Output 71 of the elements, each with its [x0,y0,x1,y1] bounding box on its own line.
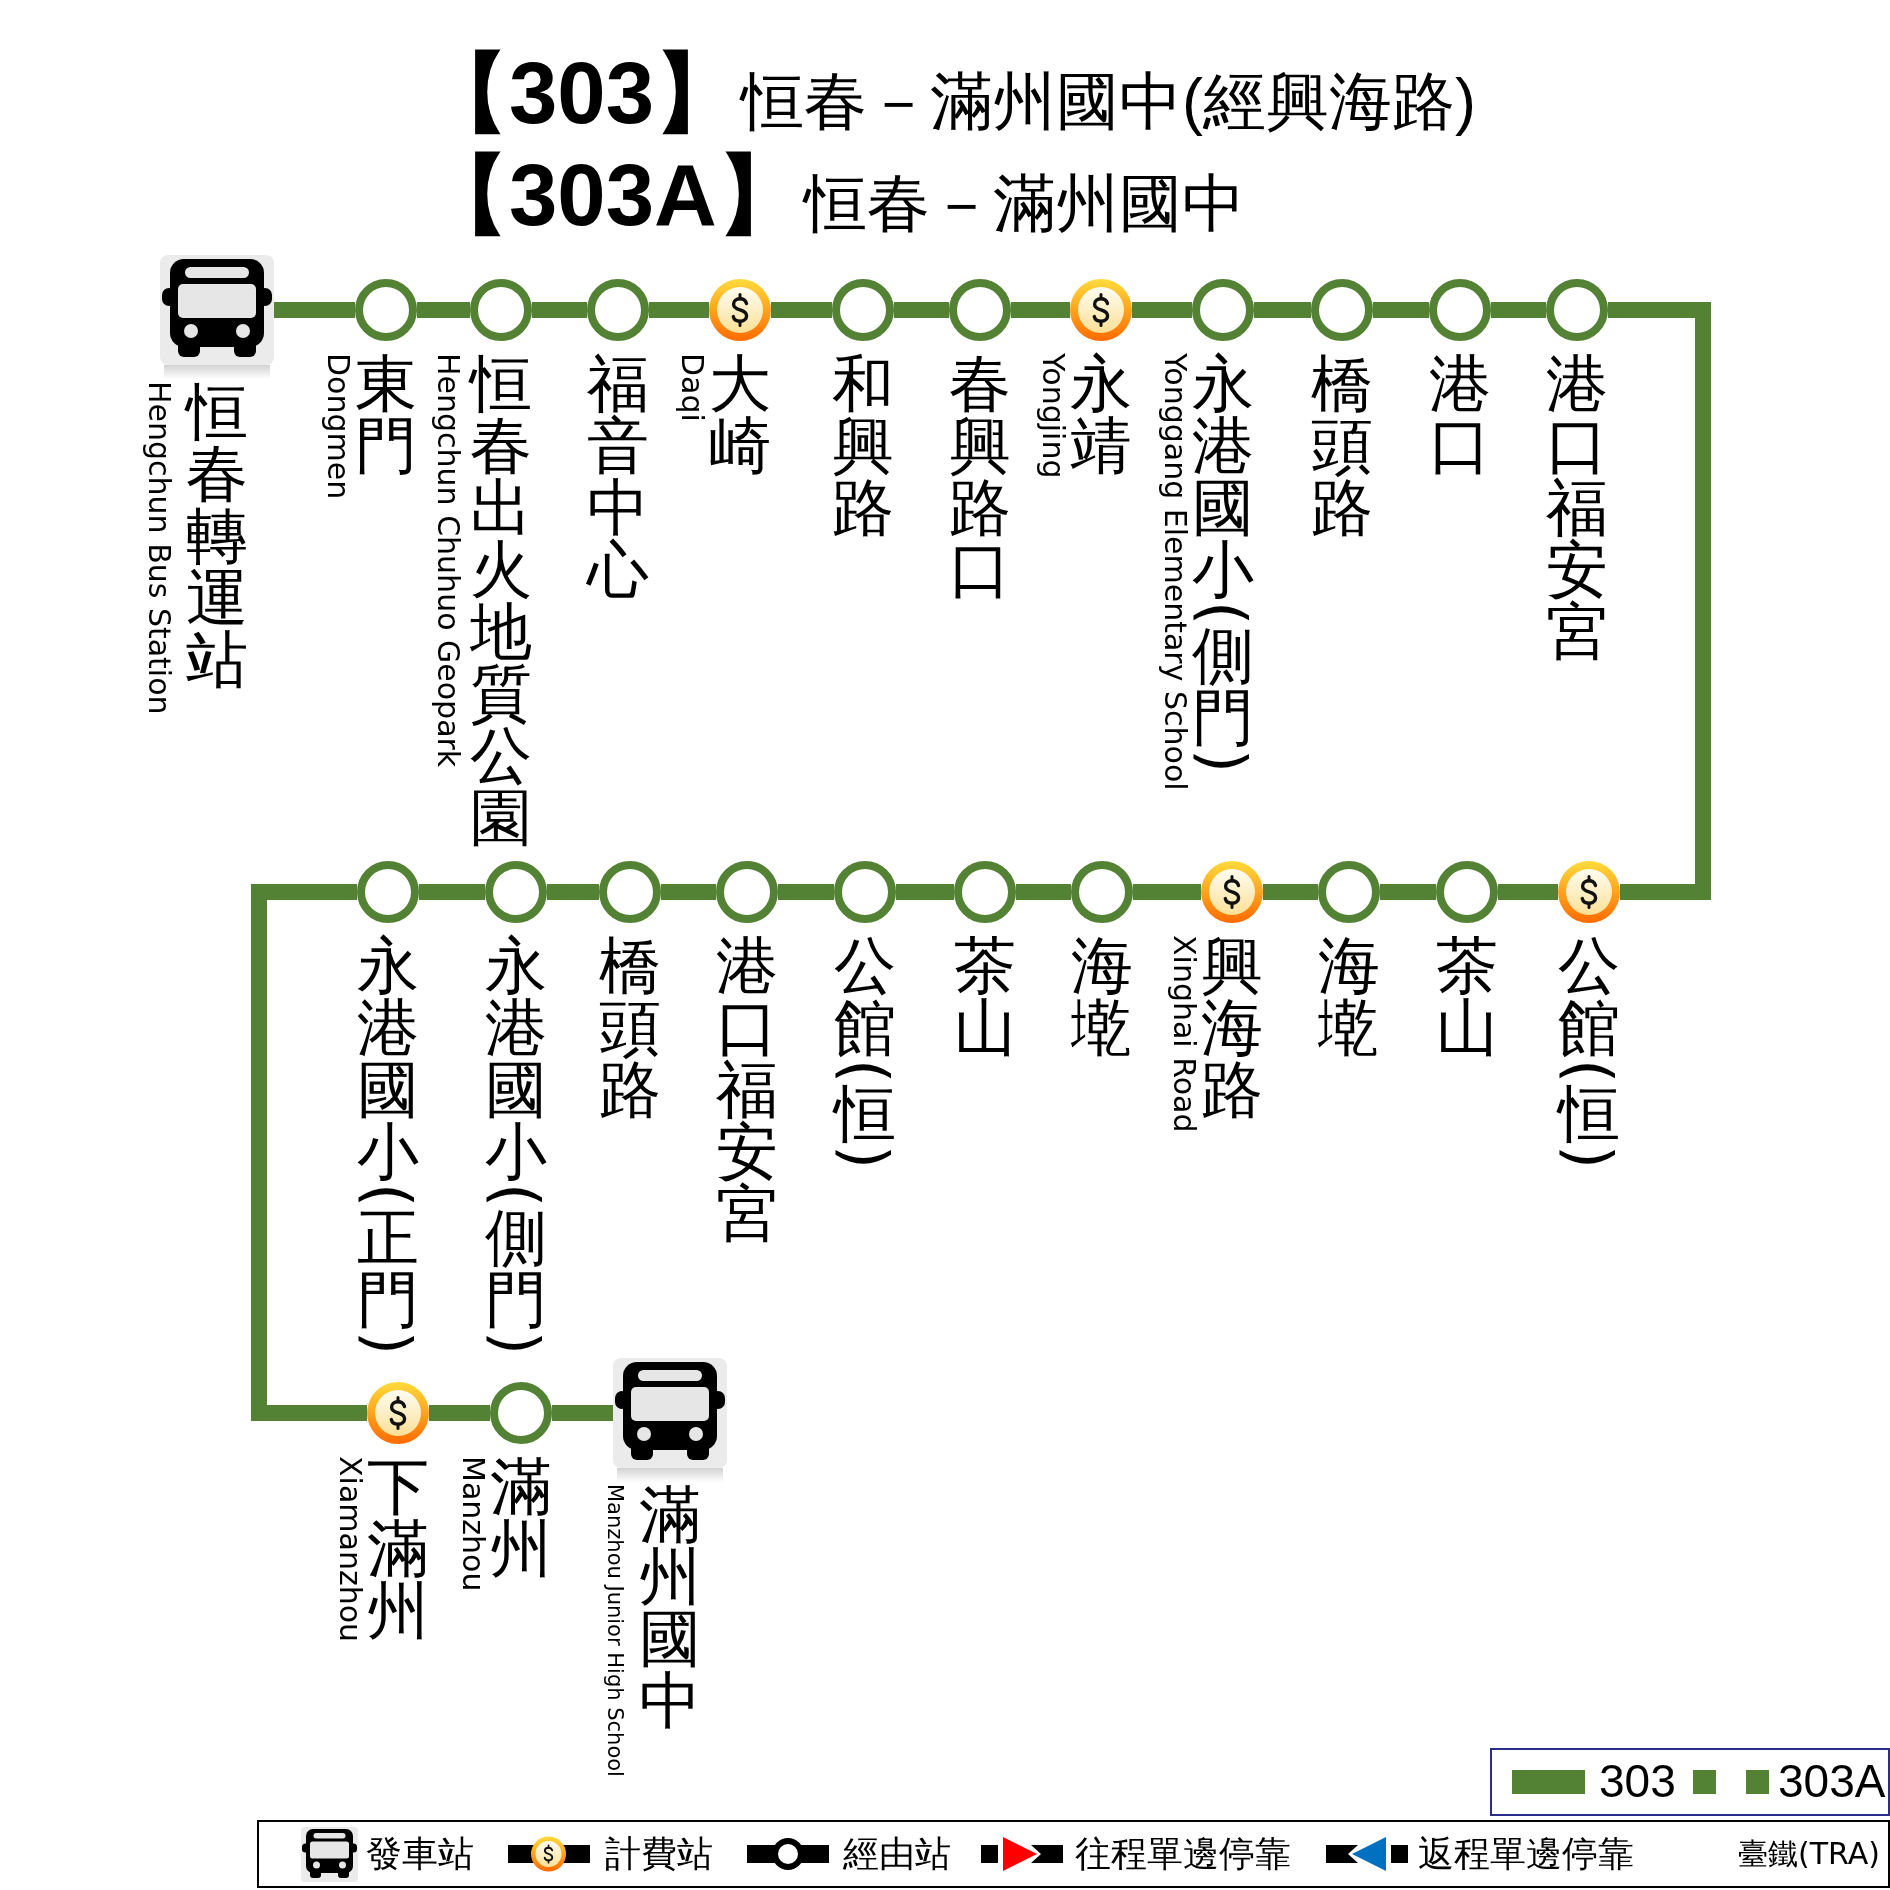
station-name: 永港國小(側門) [485,935,547,1356]
route-line [1132,302,1192,318]
route-line [429,1405,490,1421]
station-name: Dongmen [322,353,354,500]
station-name: Hengchun Bus Station [143,381,175,715]
legend-label: 發車站 [366,1832,474,1876]
station-name: 永港國小(正門) [357,935,419,1356]
station-name: 海墘 [1071,935,1133,1059]
route-line [661,884,716,900]
route-line [417,302,470,318]
legend-label: 往程單邊停靠 [1075,1832,1291,1876]
legend-label: 計費站 [605,1832,713,1876]
station-name: 港口福安宮 [716,935,778,1245]
station-name: 茶山 [1436,935,1498,1059]
station-name: 滿州國中 [639,1484,701,1732]
station-name: 橋頭路 [1311,353,1373,539]
route-line [778,884,834,900]
route-line [1373,302,1429,318]
station-name: Yonggang Elementary School [1159,353,1191,791]
station-name: 永港國小(側門) [1192,353,1254,774]
route-line [894,302,949,318]
station-name: 港口 [1429,353,1491,477]
station-name: Daqi [676,353,708,422]
station-name: 恒春出火地質公園 [470,353,532,849]
route-line [1011,302,1070,318]
route-line [274,302,355,318]
station-name: Xinghai Road [1168,935,1200,1133]
station-name: 永靖 [1070,353,1132,477]
route-line [1016,884,1071,900]
station-name: 公館(恒) [834,935,896,1170]
station-name: 海墘 [1318,935,1380,1059]
route-line [1608,302,1711,900]
route-line [1254,302,1311,318]
legend-label: 臺鐵(TRA) [1738,1836,1880,1872]
station-name: 茶山 [954,935,1016,1059]
route-line [552,1405,613,1421]
route-line [251,884,367,1421]
station-name: 恒春轉運站 [186,381,248,691]
station-name: 橋頭路 [599,935,661,1121]
station-name: 大崎 [709,353,771,477]
route-line [1491,302,1546,318]
station-name: 福音中心 [587,353,649,601]
route-line [532,302,587,318]
station-name: Yongjing [1037,353,1069,479]
route-line [547,884,599,900]
route-line [896,884,954,900]
station-name: 興海路 [1201,935,1263,1121]
station-name: 下滿州 [367,1456,429,1642]
legend-label: 303 [1599,1754,1676,1810]
legend-label: 303A [1778,1754,1886,1810]
route-line [419,884,485,900]
station-name: 東門 [355,353,417,477]
station-name: Hengchun Chuhuo Geopark [432,353,464,768]
station-name: 春興路口 [949,353,1011,601]
route-line [1380,884,1436,900]
route-line [1498,884,1558,900]
route-line [649,302,709,318]
station-name: 港口福安宮 [1546,353,1608,663]
station-name: 和興路 [832,353,894,539]
route-title: 【303A】恒春－滿州國中 [422,152,1245,239]
route-line [1133,884,1201,900]
station-name: Manzhou [457,1456,489,1592]
station-name: 公館(恒) [1558,935,1620,1170]
route-line [771,302,832,318]
station-name: 滿州 [490,1456,552,1580]
route-title: 【303】恒春－滿州國中(經興海路) [422,50,1477,137]
legend-label: 返程單邊停靠 [1418,1832,1634,1876]
legend-label: 經由站 [843,1832,951,1876]
route-line [1263,884,1318,900]
station-name: Manzhou Junior High School [602,1484,626,1777]
station-name: Xiamanzhou [334,1456,366,1643]
